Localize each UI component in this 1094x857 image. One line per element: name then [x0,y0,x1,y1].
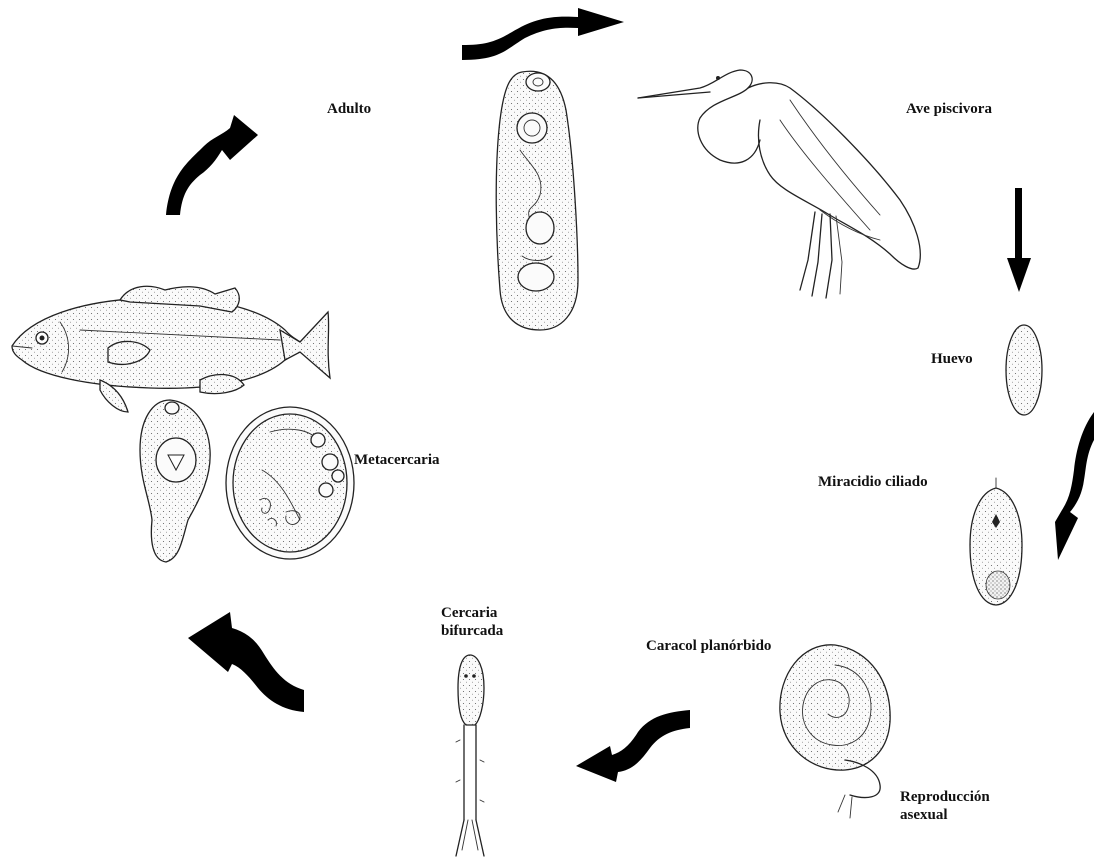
label-cercaria-line2: bifurcada [441,622,503,640]
egg-illustration [1006,325,1042,415]
arrow-top [462,8,624,60]
label-cercaria: Cercaria bifurcada [441,604,503,640]
metacercaria-cyst-illustration [226,407,354,559]
arrow-bottom-middle [576,710,690,782]
miracidium-illustration [970,478,1022,605]
snail-illustration [780,645,890,818]
label-bird: Ave piscivora [906,100,992,118]
label-metacercaria: Metacercaria [354,451,440,469]
cercaria-illustration [456,655,484,856]
arrow-lower-left [188,612,304,712]
label-egg: Huevo [931,350,973,368]
heron-illustration [638,70,920,298]
label-snail: Caracol planórbido [646,637,771,655]
label-miracidium: Miracidio ciliado [818,473,928,491]
metacercaria-free-illustration [140,400,210,562]
fish-illustration [12,286,330,412]
adult-fluke-illustration [496,71,578,330]
label-cercaria-line1: Cercaria [441,604,503,622]
label-asexual-reproduction: Reproducción asexual [900,788,990,824]
label-adult: Adulto [327,100,371,118]
label-asexual-line2: asexual [900,806,990,824]
label-asexual-line1: Reproducción [900,788,990,806]
arrow-upper-left [166,115,258,215]
arrow-right-curve [1055,412,1094,560]
arrow-right-down [1007,188,1031,292]
